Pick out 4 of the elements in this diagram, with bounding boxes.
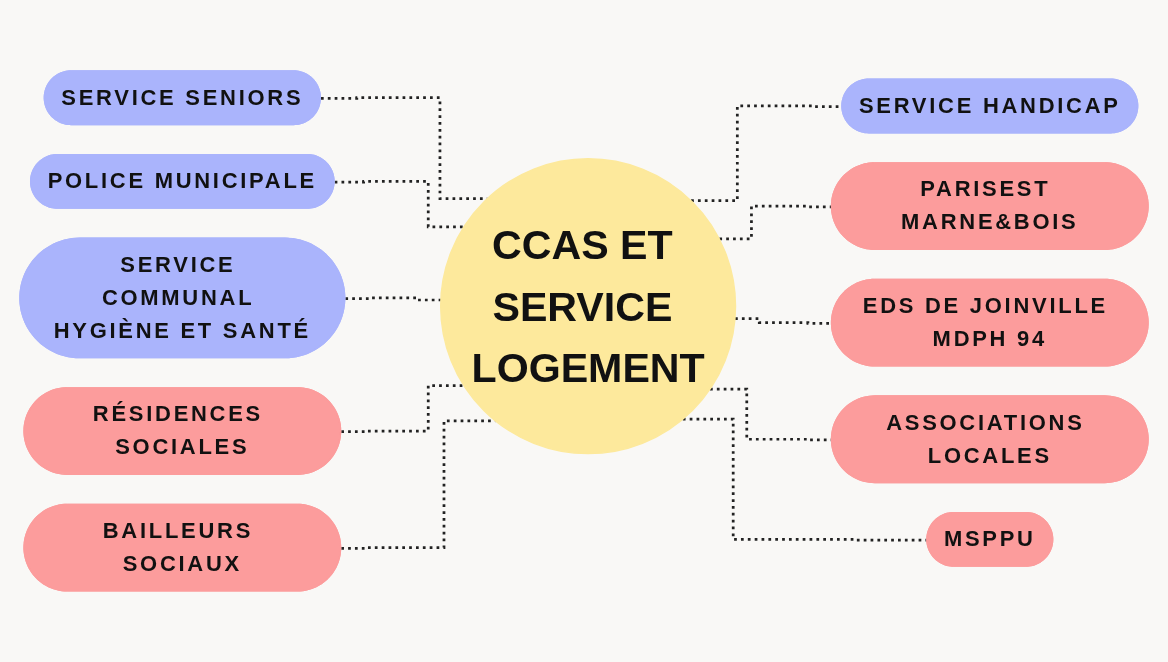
node-circle: CCAS ET SERVICE LOGEMENT bbox=[439, 158, 737, 455]
connector bbox=[334, 180, 464, 229]
connector bbox=[719, 204, 833, 241]
connector bbox=[341, 384, 464, 434]
